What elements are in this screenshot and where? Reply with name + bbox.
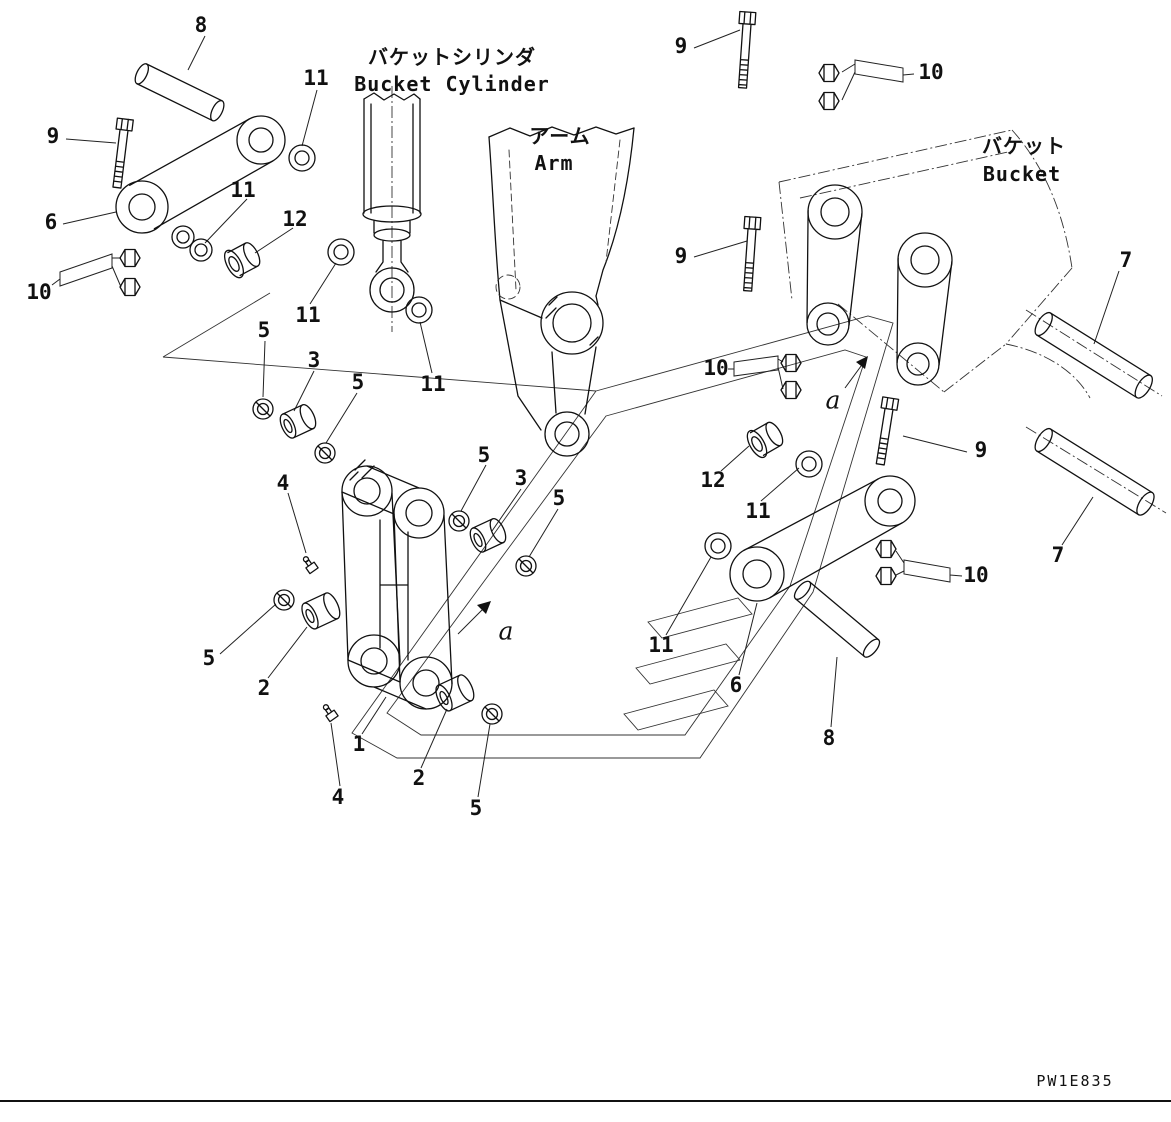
nut-flag-10b — [841, 59, 915, 101]
callout-10-21: 10 — [963, 563, 989, 587]
callout-4-25: 4 — [276, 471, 290, 495]
callout-10-6: 10 — [26, 280, 52, 304]
washer-11-group — [171, 144, 823, 560]
grease-fitting-4-upper — [302, 556, 319, 575]
callout-7-15: 7 — [1119, 248, 1133, 272]
callout-5-31: 5 — [469, 796, 483, 820]
bucket-label-jp: バケット — [982, 134, 1066, 158]
bucket-cylinder-label-en: Bucket Cylinder — [354, 72, 550, 96]
pin-8-top-left — [134, 63, 225, 122]
nut-flag-10c — [728, 355, 784, 390]
callout-6-33: 6 — [729, 673, 743, 697]
callout-9-14: 9 — [674, 244, 688, 268]
arm-drawing — [488, 126, 635, 457]
bushing-3-center — [469, 518, 507, 553]
link-6-right — [729, 475, 916, 602]
bucket-label-en: Bucket — [982, 162, 1062, 186]
callout-11-11: 11 — [420, 372, 446, 396]
seal-ring-5-group — [252, 398, 537, 725]
callout-8-0: 8 — [194, 13, 208, 37]
nut-flag-10a — [51, 253, 122, 288]
bucket-cylinder-drawing — [362, 92, 422, 313]
callout-2-27: 2 — [257, 676, 271, 700]
callout-10-13: 10 — [918, 60, 944, 84]
callout-6-3: 6 — [44, 210, 58, 234]
view-arrow-a2-head — [477, 601, 491, 614]
callout-12-5: 12 — [282, 207, 308, 231]
view-label-a-0: a — [825, 385, 841, 415]
bushing-2-upper — [301, 592, 341, 630]
callout-9-17: 9 — [974, 438, 988, 462]
callout-1-28: 1 — [352, 732, 366, 756]
callout-5-10: 5 — [351, 370, 365, 394]
pin-7-upper — [1034, 311, 1153, 399]
bolt-9-top-right — [737, 10, 757, 89]
bolt-9-link-right — [875, 396, 900, 466]
callout-11-2: 11 — [303, 66, 329, 90]
callout-10-16: 10 — [703, 356, 729, 380]
bushing-12-left — [223, 242, 261, 279]
bushing-2-lower — [435, 674, 475, 712]
callout-7-20: 7 — [1051, 543, 1065, 567]
callout-5-26: 5 — [202, 646, 216, 670]
nut-10-group — [119, 63, 897, 586]
bushing-3-left — [279, 404, 317, 439]
view-arrow-a1-head — [856, 356, 868, 369]
callout-12-18: 12 — [700, 468, 726, 492]
callout-11-19: 11 — [745, 499, 771, 523]
view-arrow-a2 — [457, 606, 486, 635]
pin-8-bottom-right — [793, 580, 881, 658]
grease-fitting-4-lower — [322, 704, 339, 723]
bolt-9-top-left — [112, 117, 134, 189]
view-label-a-1: a — [498, 616, 514, 646]
view-arrow-a1 — [844, 361, 865, 389]
pin-7-lower — [1034, 427, 1155, 516]
callout-9-1: 9 — [46, 124, 60, 148]
callout-11-4: 11 — [230, 178, 256, 202]
bushing-12-right — [746, 421, 784, 459]
bucket-link-1-drawing — [341, 459, 453, 710]
callout-4-29: 4 — [331, 785, 345, 809]
phantom-bucket-outline — [162, 292, 894, 759]
callout-5-8: 5 — [257, 318, 271, 342]
callout-11-7: 11 — [295, 303, 321, 327]
callout-8-34: 8 — [822, 726, 836, 750]
phantom-centerlines — [391, 86, 1167, 514]
callout-9-12: 9 — [674, 34, 688, 58]
bolt-9-mid-right — [743, 215, 762, 292]
bucket-cylinder-label-jp: バケットシリンダ — [368, 45, 536, 69]
callout-3-23: 3 — [514, 466, 528, 490]
callout-3-9: 3 — [307, 348, 321, 372]
arm-label-jp: アーム — [529, 124, 591, 148]
callout-5-22: 5 — [477, 443, 491, 467]
callout-2-30: 2 — [412, 766, 426, 790]
leader-lines — [51, 29, 1120, 798]
drawing-number: PW1E835 — [1036, 1072, 1114, 1090]
bucket-bracket-drawing — [806, 184, 953, 386]
arm-label-en: Arm — [534, 151, 574, 175]
callout-5-24: 5 — [552, 486, 566, 510]
callout-11-32: 11 — [648, 633, 674, 657]
link-6-top-left — [115, 115, 286, 234]
nut-flag-10d — [895, 550, 963, 583]
